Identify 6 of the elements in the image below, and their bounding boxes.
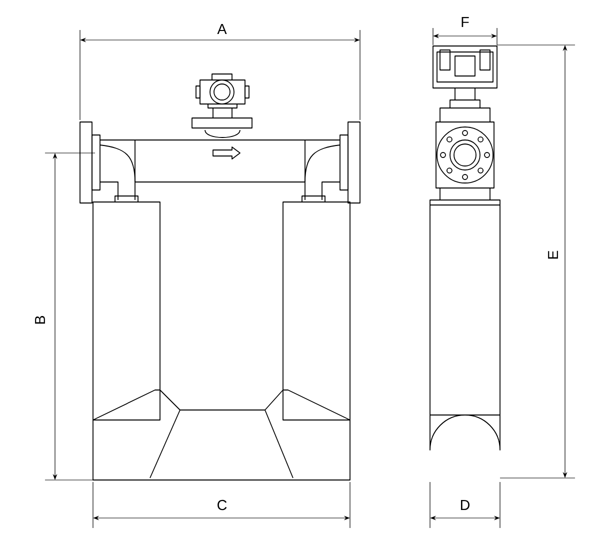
- dimension-label: F: [462, 17, 469, 27]
- dimension-label: D: [460, 500, 470, 510]
- dimension-label: C: [218, 500, 227, 510]
- dimension-label: E: [548, 250, 558, 259]
- dimension-label: B: [35, 316, 45, 324]
- dimension-label: A: [217, 24, 227, 34]
